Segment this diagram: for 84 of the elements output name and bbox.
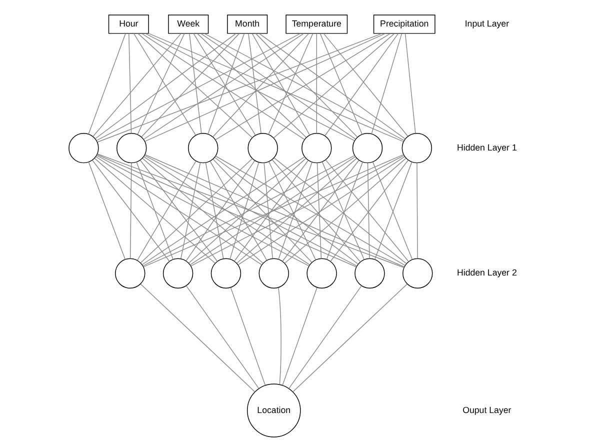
label: Hidden Layer 1 (456, 142, 516, 152)
node-circle (162, 258, 193, 288)
connector (248, 33, 261, 134)
connector (319, 33, 362, 135)
connector (189, 156, 356, 266)
node-circle: Location (246, 384, 300, 438)
connector (96, 154, 356, 268)
connector (268, 33, 313, 135)
connector (96, 33, 300, 141)
connector (188, 33, 202, 134)
connector (316, 162, 322, 259)
connector (96, 155, 309, 266)
node-circle (68, 132, 98, 164)
connector (214, 157, 358, 264)
node-circle (114, 258, 145, 288)
connector (88, 33, 126, 134)
connector (370, 33, 402, 134)
connector (416, 162, 418, 259)
node-circle (247, 132, 278, 164)
connector (254, 33, 358, 138)
node-box: Precipitation (372, 14, 435, 34)
connector (209, 160, 267, 261)
connector (272, 33, 394, 138)
label: Ouput Layer (462, 404, 511, 415)
connector (139, 160, 218, 262)
node-box: Month (226, 14, 268, 34)
label: Input Layer (464, 18, 509, 29)
connector (212, 158, 312, 262)
node-circle (210, 258, 241, 288)
connector (129, 162, 132, 259)
connector (96, 33, 382, 142)
connector (94, 158, 216, 264)
connector (92, 33, 181, 137)
connector (185, 285, 259, 389)
connector (136, 160, 196, 261)
connector (278, 287, 281, 385)
connector (204, 162, 224, 260)
connector (288, 285, 362, 389)
node-circle (306, 258, 336, 288)
node-box: Temperature (285, 14, 348, 34)
connector (140, 284, 255, 392)
connector (196, 33, 306, 138)
node-box: Hour (108, 14, 148, 34)
node-circle (116, 132, 146, 164)
node-circle (258, 258, 288, 288)
connector (207, 33, 244, 134)
connector (251, 33, 310, 136)
connector (180, 162, 200, 260)
connector (185, 160, 255, 261)
connector (200, 33, 356, 140)
connector (366, 162, 370, 259)
connector (94, 33, 236, 140)
connector (278, 162, 312, 260)
connector (140, 33, 240, 138)
connector (236, 158, 356, 264)
connector (268, 161, 316, 260)
node-circle (188, 132, 218, 164)
connector (133, 33, 196, 136)
node-box: Week (168, 14, 208, 34)
node-circle (301, 132, 332, 164)
connector (404, 33, 416, 134)
node-circle (352, 132, 382, 164)
connector (229, 162, 259, 260)
connector (258, 33, 406, 140)
connector (212, 33, 309, 138)
connector (96, 154, 404, 268)
node-circle (354, 258, 384, 288)
connector (137, 33, 252, 138)
connector (95, 156, 262, 266)
label: Hidden Layer 2 (456, 268, 516, 278)
connector (230, 287, 266, 386)
connector (192, 33, 256, 136)
connector (234, 160, 308, 262)
node-circle (401, 132, 432, 164)
connector (188, 158, 306, 264)
connector (292, 284, 407, 392)
connector (92, 160, 170, 262)
connector (136, 33, 184, 135)
connector (282, 287, 317, 386)
connector (88, 162, 126, 260)
connector (128, 33, 132, 134)
connector (263, 162, 272, 259)
connector (136, 162, 173, 260)
node-circle (402, 258, 432, 288)
